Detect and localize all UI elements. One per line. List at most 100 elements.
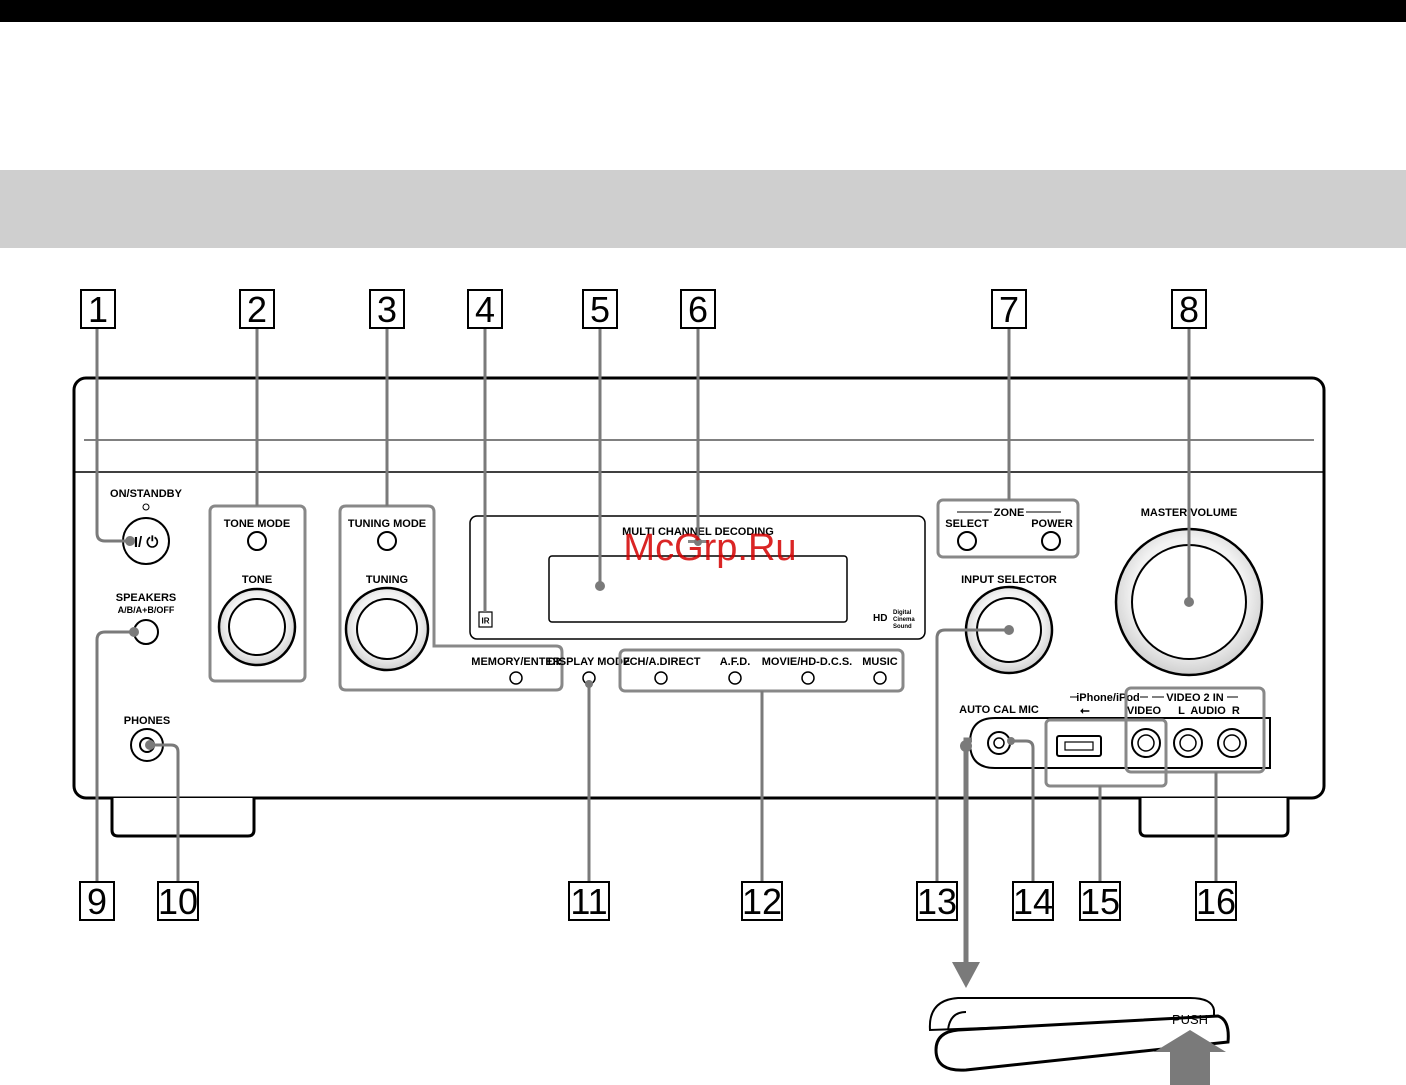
right-foot xyxy=(1138,798,1290,838)
speakers-sub-label: A/B/A+B/OFF xyxy=(118,605,175,615)
svg-text:6: 6 xyxy=(688,289,708,330)
callout-dots xyxy=(125,536,1194,750)
tone-mode-button[interactable] xyxy=(247,531,267,551)
svg-text:4: 4 xyxy=(475,289,495,330)
tone-knob-inner xyxy=(228,598,286,656)
svg-text:16: 16 xyxy=(1196,881,1236,922)
section-header-band xyxy=(0,170,1406,248)
power-icon: I/ ⏻ xyxy=(134,534,159,551)
svg-text:12: 12 xyxy=(742,881,782,922)
video2-in-label: VIDEO 2 IN xyxy=(1166,692,1224,704)
zone-select-button[interactable] xyxy=(957,531,977,551)
svg-text:3: 3 xyxy=(377,289,397,330)
cover-detail-arrowhead xyxy=(952,962,980,988)
hd-digital-text: Digital xyxy=(893,610,912,616)
callout-3: 3 xyxy=(369,289,405,330)
svg-text:8: 8 xyxy=(1179,289,1199,330)
two-ch-button[interactable] xyxy=(654,671,668,685)
cover-detail-arrow-dot xyxy=(960,740,972,752)
push-cover-front xyxy=(934,1014,1230,1072)
tuning-mode-label: TUNING MODE xyxy=(348,518,426,530)
video-jack-ring xyxy=(1137,734,1155,752)
hd-cinema-text: Cinema xyxy=(893,617,915,623)
input-selector-label: INPUT SELECTOR xyxy=(961,574,1057,586)
tone-label: TONE xyxy=(242,574,272,586)
speakers-label: SPEAKERS xyxy=(116,592,177,604)
on-standby-label: ON/STANDBY xyxy=(110,488,183,500)
standby-indicator xyxy=(142,503,150,511)
movie-label: MOVIE/HD-D.C.S. xyxy=(762,656,852,668)
zone-power-label: POWER xyxy=(1031,518,1073,530)
zone-select-label: SELECT xyxy=(945,518,989,530)
video-label: VIDEO xyxy=(1127,705,1162,717)
callout-6: 6 xyxy=(680,289,716,330)
leader-13 xyxy=(935,628,1009,882)
callout-12: 12 xyxy=(741,881,783,922)
auto-cal-mic-label: AUTO CAL MIC xyxy=(959,704,1039,716)
usb-port-inner xyxy=(1064,741,1094,751)
iphone-group-frame xyxy=(1044,718,1168,788)
svg-text:9: 9 xyxy=(87,881,107,922)
callout-16: 16 xyxy=(1195,881,1237,922)
leader-9 xyxy=(95,630,134,882)
audio-l-jack-ring xyxy=(1179,734,1197,752)
movie-button[interactable] xyxy=(801,671,815,685)
svg-text:5: 5 xyxy=(590,289,610,330)
leader-1 xyxy=(95,328,130,543)
callout-2: 2 xyxy=(239,289,275,330)
callout-1: 1 xyxy=(80,289,116,330)
left-foot xyxy=(110,798,256,838)
svg-text:2: 2 xyxy=(247,289,267,330)
iphone-ipod-label: iPhone/iPod xyxy=(1076,692,1140,704)
callout-14: 14 xyxy=(1012,881,1054,922)
svg-text:15: 15 xyxy=(1080,881,1120,922)
tuning-knob-inner xyxy=(356,598,418,660)
usb-icon: ⭠ xyxy=(1080,703,1090,717)
svg-text:7: 7 xyxy=(999,289,1019,330)
tuning-mode-button[interactable] xyxy=(377,531,397,551)
callout-4: 4 xyxy=(467,289,503,330)
push-cover-ring xyxy=(947,1011,967,1031)
callout-8: 8 xyxy=(1171,289,1207,330)
two-ch-label: 2CH/A.DIRECT xyxy=(623,656,700,668)
afd-label: A.F.D. xyxy=(720,656,751,668)
svg-text:1: 1 xyxy=(88,289,108,330)
callout-13: 13 xyxy=(916,881,958,922)
music-label: MUSIC xyxy=(862,656,898,668)
callout-5: 5 xyxy=(582,289,618,330)
audio-r-jack-ring xyxy=(1223,734,1241,752)
tuning-label: TUNING xyxy=(366,574,408,586)
music-button[interactable] xyxy=(873,671,887,685)
audio-lr-label: L AUDIO R xyxy=(1178,705,1240,717)
svg-text:14: 14 xyxy=(1013,881,1053,922)
svg-text:11: 11 xyxy=(570,881,607,922)
zone-power-button[interactable] xyxy=(1041,531,1061,551)
display-screen xyxy=(548,555,848,623)
svg-text:10: 10 xyxy=(158,881,198,922)
push-direction-arrow xyxy=(1154,1030,1226,1085)
watermark-text: McGrp.Ru xyxy=(623,527,796,569)
callout-leaders xyxy=(95,328,1218,882)
tone-mode-label: TONE MODE xyxy=(224,518,290,530)
hd-sound-text: Sound xyxy=(893,624,912,630)
svg-text:13: 13 xyxy=(917,881,957,922)
callout-11: 11 xyxy=(568,881,610,922)
afd-button[interactable] xyxy=(728,671,742,685)
top-black-bar xyxy=(0,0,1406,22)
tuning-group-frame xyxy=(338,504,564,692)
push-label: PUSH xyxy=(1172,1012,1208,1027)
callout-10: 10 xyxy=(157,881,199,922)
memory-enter-label: MEMORY/ENTER xyxy=(471,656,560,668)
callout-9: 9 xyxy=(79,881,115,922)
memory-enter-button[interactable] xyxy=(509,671,523,685)
leader-10 xyxy=(150,743,180,882)
ir-sensor-label: IR xyxy=(482,617,490,626)
phones-label: PHONES xyxy=(124,715,170,727)
display-mode-label: DISPLAY MODE xyxy=(548,656,631,668)
hd-logo-text: HD xyxy=(873,613,887,624)
callout-7: 7 xyxy=(991,289,1027,330)
zone-label: ZONE xyxy=(994,507,1025,519)
leader-14 xyxy=(1011,739,1035,882)
auto-cal-mic-jack-hole xyxy=(993,737,1005,749)
